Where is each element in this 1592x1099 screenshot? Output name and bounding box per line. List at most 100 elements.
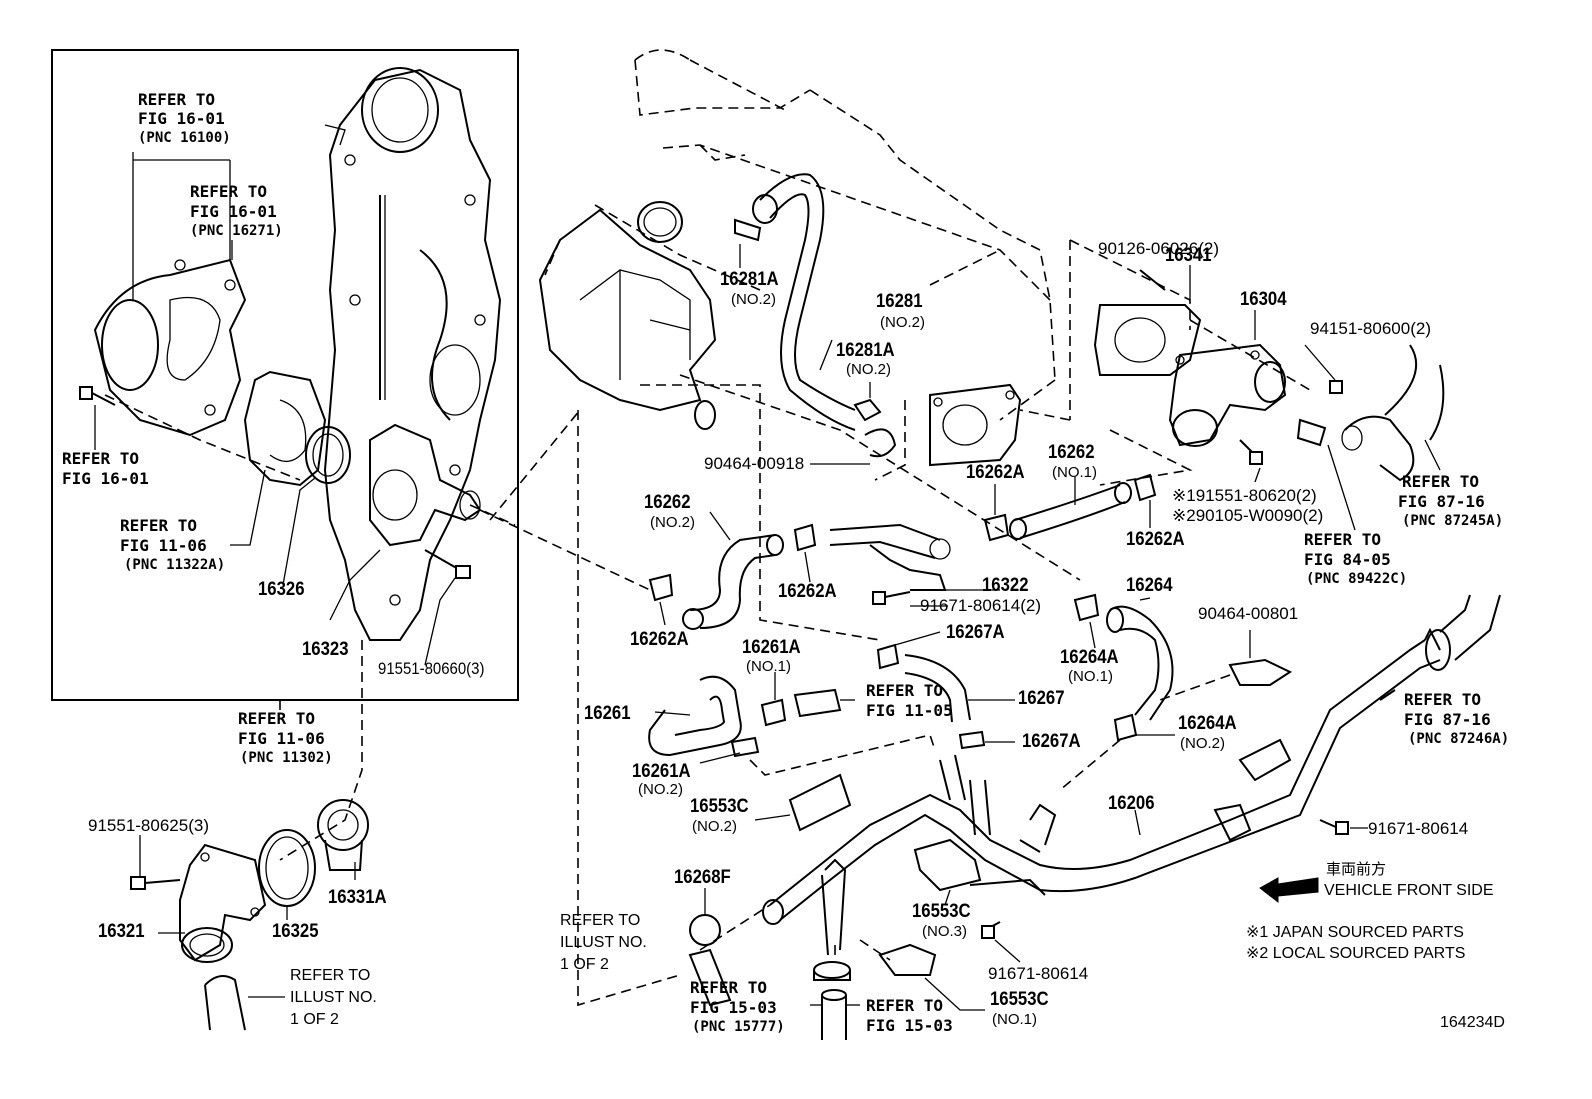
ref-illust-b-line2[interactable]: ILLUST NO. [560, 934, 647, 951]
bolt-94151 [1329, 380, 1343, 394]
ref-fig15-03-b-line2[interactable]: FIG 15-03 [866, 1016, 953, 1035]
part-16341[interactable]: 16341 [1165, 245, 1212, 266]
part-16262A-low[interactable]: 16262A [630, 629, 689, 650]
part-90126-06026[interactable]: 90126-06026(2) [1098, 239, 1219, 258]
ref-fig16-01-b-line1: REFER TO [190, 182, 268, 201]
part-16325[interactable]: 16325 [272, 921, 319, 942]
thermostat-16331A [317, 799, 369, 871]
part-91551-80660[interactable]: 91551-80660(3) [378, 659, 485, 678]
part-16321[interactable]: 16321 [98, 921, 145, 942]
ref-illust-b-line3: 1 OF 2 [560, 956, 609, 973]
ref-fig11-06-b-line1: REFER TO [238, 709, 316, 728]
part-16331A[interactable]: 16331A [328, 887, 387, 908]
ref-fig16-01-c-line2[interactable]: FIG 16-01 [62, 469, 149, 488]
ref-fig84-05-line1: REFER TO [1304, 530, 1382, 549]
ref-fig16-01-b-line2[interactable]: FIG 16-01 [190, 202, 277, 221]
part-91671-80614-right[interactable]: 91671-80614 [1368, 819, 1469, 838]
ref-fig11-06-b-line2[interactable]: FIG 11-06 [238, 729, 325, 748]
ref-fig84-05-line3: (PNC 89422C) [1306, 571, 1408, 587]
bracket-16553C-1 [878, 943, 937, 976]
part-16261A-no1[interactable]: 16261A [742, 637, 801, 658]
bolt-91551-80660 [424, 549, 471, 579]
hose-16267 [904, 654, 971, 723]
part-16304[interactable]: 16304 [1240, 289, 1287, 310]
part-16326[interactable]: 16326 [258, 579, 305, 600]
front-direction-arrow-icon [1259, 877, 1319, 904]
ref-fig11-05-line1: REFER TO [866, 681, 944, 700]
part-16281A-top[interactable]: 16281A [720, 269, 779, 290]
direction-label-jp: 車両前方 [1326, 860, 1387, 878]
part-16261A-no2[interactable]: 16261A [632, 761, 691, 782]
part-16553C-no1[interactable]: 16553C [990, 989, 1049, 1010]
ref-fig87-16-b-line1: REFER TO [1404, 690, 1482, 709]
part-16262-no1-sub: (NO.1) [1052, 464, 1097, 481]
part-16267A-low[interactable]: 16267A [1022, 731, 1081, 752]
clip-90464-00801 [1228, 658, 1293, 686]
part-16262-no1[interactable]: 16262 [1048, 442, 1095, 463]
ref-fig16-01-a-line1: REFER TO [138, 90, 216, 109]
part-16267[interactable]: 16267 [1018, 688, 1065, 709]
cylinder-head-front [538, 201, 717, 430]
ref-fig87-16-a-line2[interactable]: FIG 87-16 [1398, 492, 1485, 511]
clamp-16267A-top [876, 643, 900, 670]
part-90464-00801[interactable]: 90464-00801 [1198, 604, 1299, 623]
clamp-16267A-low [958, 730, 986, 750]
part-16281A-top-sub: (NO.2) [731, 291, 776, 308]
part-91551-80625[interactable]: 91551-80625(3) [88, 816, 209, 835]
part-16264A-no1[interactable]: 16264A [1060, 647, 1119, 668]
part-16553C-no3[interactable]: 16553C [912, 901, 971, 922]
part-16262-no2-sub: (NO.2) [650, 514, 695, 531]
ref-fig11-06-a-line2[interactable]: FIG 11-06 [120, 536, 207, 555]
part-16281[interactable]: 16281 [876, 291, 923, 312]
part-91671-80614-bottom[interactable]: 91671-80614 [988, 964, 1089, 983]
bypass-pipe-16322 [829, 523, 951, 591]
bolt-91671-80614-2 [872, 591, 911, 605]
engine-block-outline [634, 49, 1191, 421]
bracket-right [1213, 738, 1292, 842]
part-16264[interactable]: 16264 [1126, 575, 1173, 596]
part-94151-80600[interactable]: 94151-80600(2) [1310, 319, 1431, 338]
part-16281A-mid[interactable]: 16281A [836, 340, 895, 361]
part-16206[interactable]: 16206 [1108, 793, 1155, 814]
part-16262A-top[interactable]: 16262A [966, 462, 1025, 483]
ref-illust-a-line2[interactable]: ILLUST NO. [290, 989, 377, 1006]
part-90464-00918[interactable]: 90464-00918 [704, 454, 805, 473]
lower-hose-stub [204, 975, 246, 1031]
clip-90464-00918 [864, 428, 897, 458]
part-16261[interactable]: 16261 [584, 703, 631, 724]
part-16553C-no2[interactable]: 16553C [690, 796, 749, 817]
ref-fig11-06-b-line3: (PNC 11302) [240, 750, 333, 766]
clamp-bottom [813, 961, 851, 981]
part-16323[interactable]: 16323 [302, 639, 349, 660]
ref-fig87-16-b-line2[interactable]: FIG 87-16 [1404, 710, 1491, 729]
ref-fig15-03-a-line2[interactable]: FIG 15-03 [690, 998, 777, 1017]
ref-fig15-03-a-line3: (PNC 15777) [692, 1019, 785, 1035]
inset-frame [51, 49, 519, 701]
hose-16264 [1106, 605, 1174, 721]
ref-fig16-01-b-line3: (PNC 16271) [190, 223, 283, 239]
part-16322[interactable]: 16322 [982, 575, 1029, 596]
diagram-id: 164234D [1440, 1014, 1505, 1031]
note-290105-w0090[interactable]: ※290105-W0090(2) [1172, 506, 1324, 525]
part-16262A-right[interactable]: 16262A [1126, 529, 1185, 550]
ref-fig16-01-a-line2[interactable]: FIG 16-01 [138, 109, 225, 128]
ref-fig87-16-a-line1: REFER TO [1402, 472, 1480, 491]
ref-fig11-05-line2[interactable]: FIG 11-05 [866, 701, 953, 720]
note-191551-80620[interactable]: ※191551-80620(2) [1172, 486, 1317, 505]
part-16268F[interactable]: 16268F [674, 867, 731, 888]
gasket-16326 [305, 426, 351, 484]
part-91671-80614-2[interactable]: 91671-80614(2) [920, 596, 1041, 615]
clamp-16261A-1 [760, 698, 787, 727]
clamp-16264A-1 [1073, 593, 1100, 622]
part-16262A-mid[interactable]: 16262A [778, 581, 837, 602]
part-16261A-no2-sub: (NO.2) [638, 781, 683, 798]
part-16264A-no2[interactable]: 16264A [1178, 713, 1237, 734]
part-16553C-no3-sub: (NO.3) [922, 923, 967, 940]
ref-fig84-05-line2[interactable]: FIG 84-05 [1304, 550, 1391, 569]
bolt-91671-80614-right [1319, 819, 1349, 835]
clamp-16281A-b [853, 398, 882, 422]
part-16267A-top[interactable]: 16267A [946, 622, 1005, 643]
part-16262-no2[interactable]: 16262 [644, 492, 691, 513]
ref-fig15-03-a-line1: REFER TO [690, 978, 768, 997]
